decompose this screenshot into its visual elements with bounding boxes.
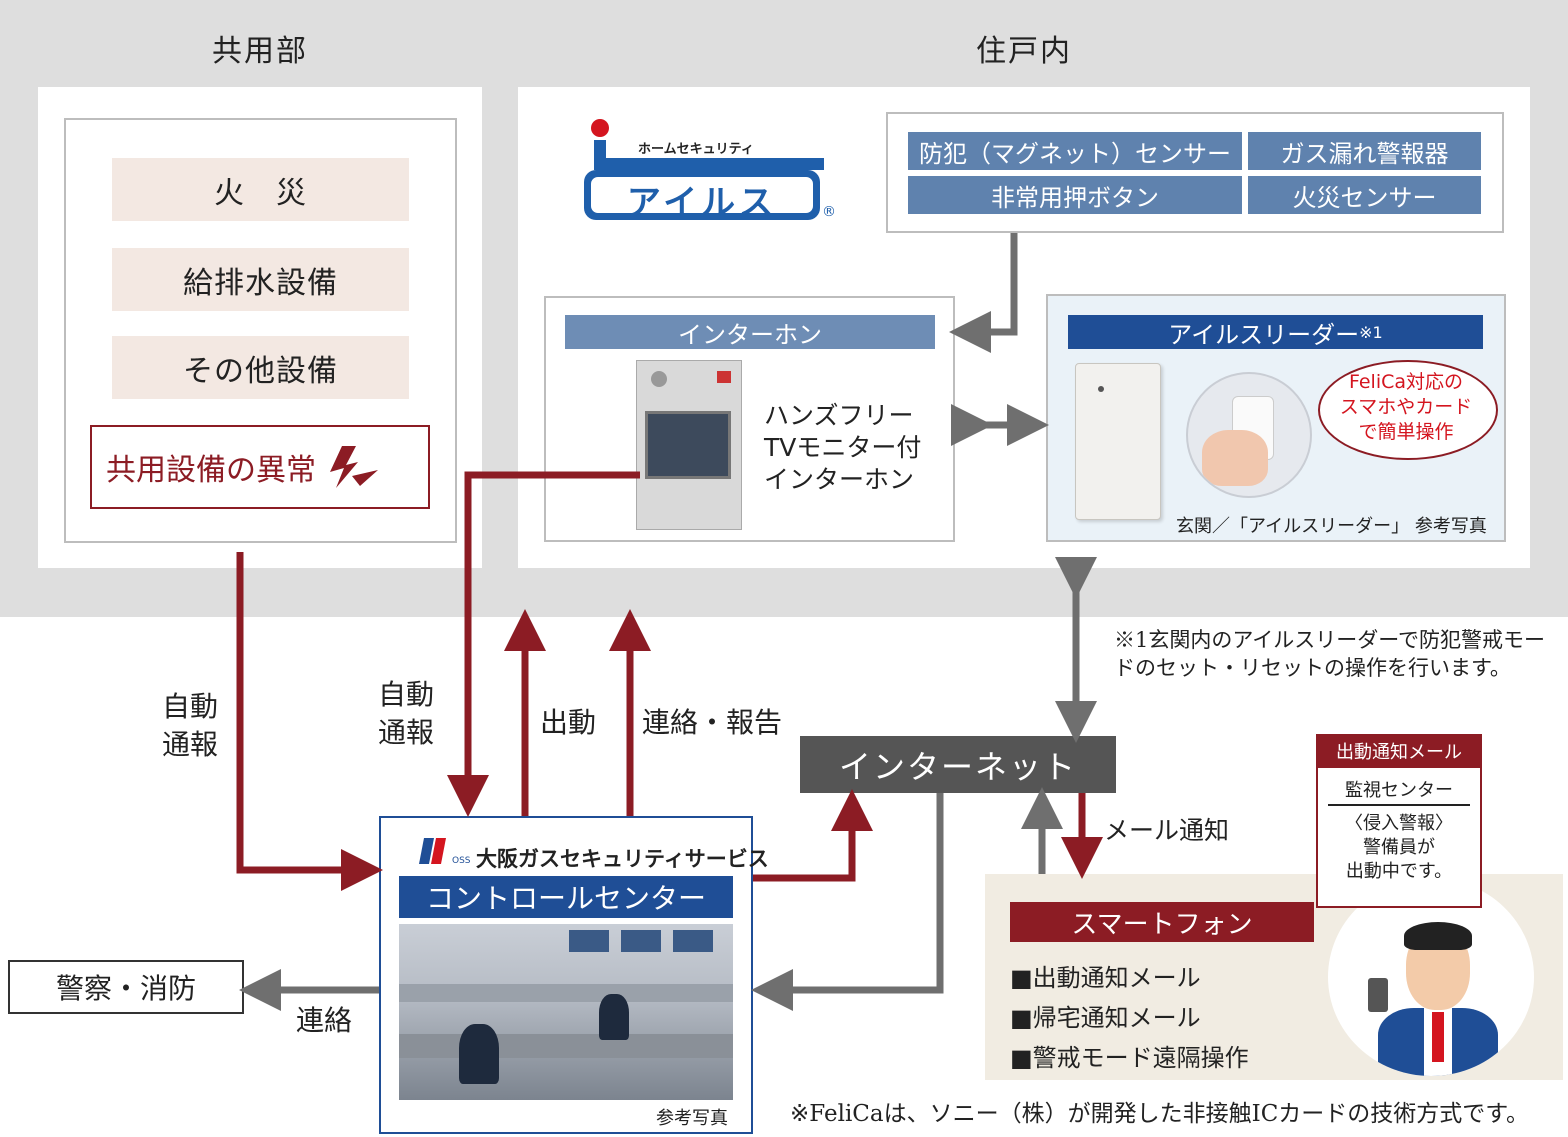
common-alert-label: 共用設備の異常 <box>106 453 316 488</box>
reader-header-note: ※1 <box>1359 322 1383 342</box>
intercom-desc-1: ハンズフリー <box>764 401 914 430</box>
operator-2 <box>599 994 629 1040</box>
phone-in-hand-icon <box>1368 978 1388 1012</box>
logo-main-text: アイルス <box>626 183 778 223</box>
reader-header: アイルスリーダー※1 <box>1068 315 1483 349</box>
desk-row-2 <box>399 1034 733 1058</box>
mail-popup-body-1: 〈侵入警報〉 <box>1345 813 1453 834</box>
auto-report-1-line-2: 通報 <box>162 728 219 761</box>
mail-popup-header: 出動通知メール <box>1316 734 1482 768</box>
sensor-fire: 火災センサー <box>1248 176 1481 214</box>
wall-monitor-3 <box>673 930 713 952</box>
felica-bubble-line-1: FeliCa対応の <box>1348 371 1464 393</box>
smartphone-item-3: ■警戒モード遠隔操作 <box>1010 1044 1249 1072</box>
sensor-magnet: 防犯（マグネット）センサー <box>908 132 1242 170</box>
felica-bubble-text: FeliCa対応の スマホやカード で簡単操作 <box>1318 370 1494 445</box>
person-tie <box>1432 1012 1444 1062</box>
mail-popup-body-3: 出動中です。 <box>1345 861 1453 882</box>
auto-report-1-line-1: 自動 <box>162 690 219 723</box>
hand-shape <box>1202 430 1268 486</box>
auto-report-label-2: 自動 通報 <box>378 676 434 752</box>
oss-badge: OSS <box>452 856 471 866</box>
common-item-water: 給排水設備 <box>112 248 409 311</box>
sensor-frame <box>886 112 1504 233</box>
felica-bubble-line-3: で簡単操作 <box>1358 421 1454 443</box>
intercom-header: インターホン <box>565 315 935 349</box>
auto-report-label-1: 自動 通報 <box>162 688 218 764</box>
control-photo-caption: 参考写真 <box>656 1108 728 1129</box>
intercom-desc-3: インターホン <box>764 465 915 494</box>
sensor-emergency-button: 非常用押ボタン <box>908 176 1242 214</box>
control-center-photo <box>399 924 733 1100</box>
smartphone-header: スマートフォン <box>1010 902 1314 942</box>
reader-caption: 玄関／「アイルスリーダー」 参考写真 <box>1176 516 1487 537</box>
arrow-internet-to-center <box>751 793 944 1011</box>
control-company-name: 大阪ガスセキュリティサービス <box>476 847 769 871</box>
contact-label: 連絡 <box>296 1004 353 1037</box>
police-fire-box: 警察・消防 <box>8 960 244 1014</box>
person-hair <box>1404 922 1472 950</box>
smartphone-item-2: ■帰宅通知メール <box>1010 1004 1201 1032</box>
mail-popup-body-2: 警備員が <box>1363 837 1435 858</box>
oss-logo-graphic <box>419 838 446 864</box>
control-center-header: コントロールセンター <box>399 876 733 918</box>
contact-report-label: 連絡・報告 <box>642 706 783 739</box>
sensor-gas: ガス漏れ警報器 <box>1248 132 1481 170</box>
person-illustration <box>1328 878 1534 1076</box>
unit-zone-title: 住戸内 <box>976 34 1072 69</box>
common-item-fire: 火 災 <box>112 158 409 221</box>
auto-report-2-line-1: 自動 <box>378 678 435 711</box>
operator-1 <box>459 1024 499 1084</box>
note-1-line-1: ※1玄関内のアイルスリーダーで防犯警戒モー <box>1114 628 1546 652</box>
lightning-icon <box>330 446 378 488</box>
oss-logo-icon <box>418 836 452 866</box>
reader-hand-photo <box>1186 372 1312 498</box>
logo-registered: ® <box>822 204 836 220</box>
mail-notice-label: メール通知 <box>1104 816 1230 845</box>
wall-monitor-1 <box>569 930 609 952</box>
note-1-line-2: ドのセット・リセットの操作を行います。 <box>1114 656 1511 680</box>
felica-bubble <box>1318 360 1498 460</box>
mail-popup-body: 〈侵入警報〉 警備員が 出動中です。 <box>1316 812 1482 884</box>
reader-led <box>1098 386 1104 392</box>
intercom-photo <box>636 360 742 530</box>
intercom-desc-2: TVモニター付 <box>764 433 922 462</box>
mail-popup-divider <box>1328 804 1470 806</box>
wall-monitor-2 <box>621 930 661 952</box>
mail-popup-sender: 監視センター <box>1345 780 1453 801</box>
reader-header-label: アイルスリーダー <box>1168 320 1360 349</box>
common-item-other: その他設備 <box>112 336 409 399</box>
intercom-speaker <box>651 371 667 387</box>
dispatch-label: 出動 <box>540 706 597 739</box>
intercom-screen <box>645 411 731 479</box>
common-alert-box: 共用設備の異常 <box>90 425 430 509</box>
desk-row-1 <box>399 984 733 1002</box>
reader-device-photo <box>1075 363 1161 520</box>
aileus-logo: ホームセキュリティ アイルス ® <box>582 118 842 228</box>
smartphone-item-1: ■出動通知メール <box>1010 964 1201 992</box>
logo-graphic <box>584 119 824 220</box>
auto-report-2-line-2: 通報 <box>378 716 435 749</box>
felica-bubble-line-2: スマホやカード <box>1339 396 1473 418</box>
felica-footnote: ※FeliCaは、ソニー（株）が開発した非接触ICカードの技術方式です。 <box>790 1101 1529 1127</box>
common-zone-title: 共用部 <box>212 34 308 69</box>
logo-small-text: ホームセキュリティ <box>638 142 754 157</box>
intercom-red-button <box>717 371 731 383</box>
internet-box: インターネット <box>800 736 1116 793</box>
